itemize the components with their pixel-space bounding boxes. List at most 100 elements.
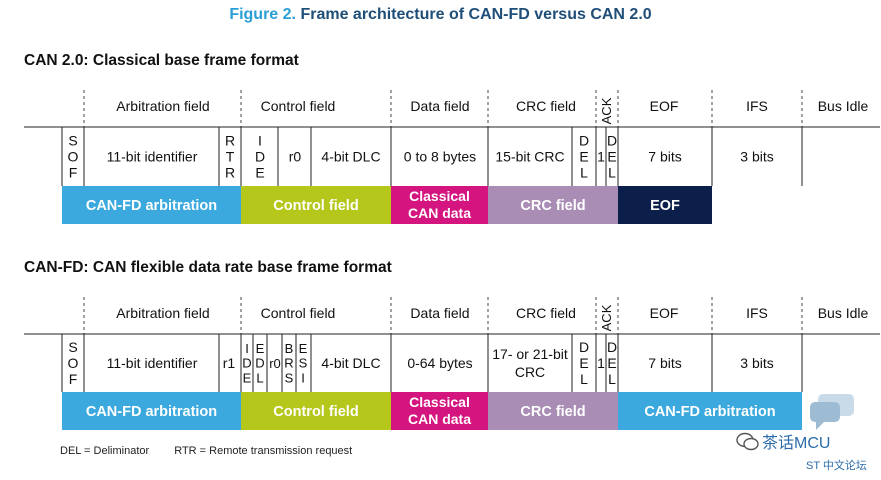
canfd-header-eof: EOF: [650, 305, 679, 321]
canfd-del2-0: D: [607, 339, 617, 355]
can20-del1-2: L: [580, 164, 588, 180]
canfd-bar-crc-label: CRC field: [520, 404, 585, 420]
canfd-header-bus-idle: Bus Idle: [818, 305, 869, 321]
legend-del: DEL = Deliminator: [60, 445, 150, 457]
can20-header-arbitration: Arbitration field: [116, 98, 209, 114]
can20-sof-0: S: [68, 133, 77, 149]
watermark-text: 茶话MCU: [762, 435, 831, 452]
canfd-del2-2: L: [608, 371, 616, 387]
can20-bar-control: [241, 186, 391, 224]
legend-rtr: RTR = Remote transmission request: [174, 445, 353, 457]
can20-header-eof: EOF: [650, 98, 679, 114]
canfd-brs-0: B: [285, 341, 294, 356]
canfd-ifs: 3 bits: [740, 355, 773, 371]
can20-header-ifs: IFS: [746, 98, 768, 114]
canfd-edl-2: L: [256, 370, 263, 385]
canfd-idle-line: [24, 333, 63, 392]
canfd-data: 0-64 bytes: [407, 355, 472, 371]
canfd-bar-data-label-0: Classical: [409, 394, 470, 410]
canfd-bar-tail-arbitration-label: CAN-FD arbitration: [644, 404, 775, 420]
canfd-r0: r0: [269, 356, 281, 371]
can20-dlc: 4-bit DLC: [321, 149, 380, 165]
canfd-edl-0: E: [256, 341, 265, 356]
can20-bar-control-label: Control field: [273, 198, 358, 214]
canfd-brs-1: R: [284, 356, 293, 371]
chat-bubble-icon: [810, 394, 854, 430]
can20-bar-crc: [488, 186, 618, 224]
can20-bar-eof-label: EOF: [650, 198, 680, 214]
watermark-sub: ST 中文论坛: [806, 460, 867, 472]
can20-header-ack: ACK: [599, 97, 614, 124]
can20-ack-one: 1: [597, 149, 605, 165]
canfd-eof: 7 bits: [648, 355, 681, 371]
can20-heading: CAN 2.0: Classical base frame format: [24, 52, 299, 69]
canfd-esi-0: E: [299, 341, 308, 356]
can20-idle-line: [24, 126, 63, 186]
canfd-del2-1: E: [607, 355, 616, 371]
canfd-bar-arbitration-label: CAN-FD arbitration: [86, 404, 217, 420]
canfd-edl-1: D: [255, 356, 264, 371]
canfd-dlc: 4-bit DLC: [321, 355, 380, 371]
canfd-header-arbitration: Arbitration field: [116, 305, 209, 321]
can20-identifier: 11-bit identifier: [107, 149, 198, 165]
can20-header-bus-idle: Bus Idle: [818, 98, 869, 114]
figure-number: Figure 2.: [229, 6, 296, 23]
can20-del1-1: E: [579, 149, 588, 165]
canfd-bar-data-label-1: CAN data: [408, 411, 471, 427]
can20-ifs: 3 bits: [740, 149, 773, 165]
canfd-sof-0: S: [68, 339, 77, 355]
canfd-crc-0: 17- or 21-bit: [492, 346, 568, 362]
canfd-r1: r1: [223, 355, 236, 371]
canfd-ide-2: E: [243, 370, 252, 385]
figure-title: Figure 2. Frame architecture of CAN-FD v…: [0, 6, 881, 24]
canfd-sof-1: O: [68, 355, 79, 371]
can20-bar-data-label-1: CAN data: [408, 205, 471, 221]
wechat-icon: [736, 432, 759, 451]
can20-header-control: Control field: [261, 98, 336, 114]
canfd-sof-2: F: [69, 371, 78, 387]
can20-bar-arbitration-label: CAN-FD arbitration: [86, 198, 217, 214]
can20-bar-arbitration: [62, 186, 241, 224]
can20-r0: r0: [289, 149, 302, 165]
can20-data: 0 to 8 bytes: [404, 149, 476, 165]
can20-header-data: Data field: [410, 98, 469, 114]
canfd-brs-2: S: [285, 370, 294, 385]
can20-del1-0: D: [579, 133, 589, 149]
figure-caption: Frame architecture of CAN-FD versus CAN …: [300, 6, 652, 23]
canfd-header-ifs: IFS: [746, 305, 768, 321]
canfd-heading: CAN-FD: CAN flexible data rate base fram…: [24, 259, 392, 276]
can20-rtr-0: R: [225, 133, 235, 149]
canfd-bar-control: [241, 392, 391, 430]
canfd-esi-1: S: [299, 356, 308, 371]
can20-ide-1: D: [255, 149, 265, 165]
can20-rtr-1: T: [226, 149, 235, 165]
canfd-identifier: 11-bit identifier: [107, 355, 198, 371]
can20-bar-crc-label: CRC field: [520, 198, 585, 214]
can20-bar-data: [391, 186, 488, 224]
canfd-bar-control-label: Control field: [273, 404, 358, 420]
canfd-bar-data: [391, 392, 488, 430]
canfd-header-control: Control field: [261, 305, 336, 321]
can20-bar-data-label-0: Classical: [409, 188, 470, 204]
can20-rtr-2: R: [225, 164, 235, 180]
can20-del2-0: D: [607, 133, 617, 149]
canfd-del1-1: E: [579, 355, 588, 371]
canfd-header-data: Data field: [410, 305, 469, 321]
canfd-esi-2: I: [301, 370, 305, 385]
canfd-ide-0: I: [245, 341, 249, 356]
canfd-crc-1: CRC: [515, 364, 545, 380]
canfd-del1-0: D: [579, 339, 589, 355]
can20-bar-eof: [618, 186, 712, 224]
can20-header-crc: CRC field: [516, 98, 576, 114]
can20-sof-2: F: [69, 164, 78, 180]
legend: DEL = Deliminator RTR = Remote transmiss…: [60, 445, 374, 457]
can20-ide-2: E: [255, 164, 264, 180]
can20-del2-1: E: [607, 149, 616, 165]
can20-crc: 15-bit CRC: [495, 149, 564, 165]
can20-sof-1: O: [68, 149, 79, 165]
can20-del2-2: L: [608, 164, 616, 180]
canfd-ack-one: 1: [597, 355, 605, 371]
canfd-header-crc: CRC field: [516, 305, 576, 321]
